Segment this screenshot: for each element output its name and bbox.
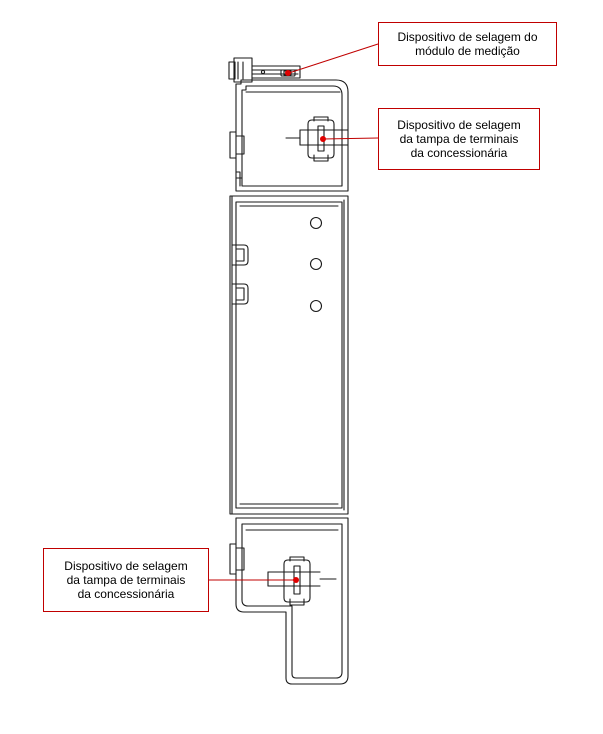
upper-module-outline bbox=[235, 79, 349, 192]
top-terminal-seal-housing bbox=[285, 116, 349, 162]
callout-line: Dispositivo de selagem bbox=[397, 118, 521, 132]
callout-line: da tampa de terminais bbox=[399, 132, 519, 146]
callout-top-terminal-cover-seal: Dispositivo de selagem da tampa de termi… bbox=[378, 108, 540, 170]
bottom-terminal-seal-housing bbox=[267, 556, 337, 606]
leader-line-top-terminal bbox=[322, 137, 379, 140]
callout-bottom-terminal-cover-seal: Dispositivo de selagem da tampa de termi… bbox=[43, 548, 209, 612]
callout-line: da tampa de terminais bbox=[66, 573, 186, 587]
lower-module-outline bbox=[235, 517, 349, 685]
upper-left-clip bbox=[229, 131, 245, 159]
metering-module-seal-housing bbox=[228, 57, 301, 83]
indicator-led-2 bbox=[309, 257, 323, 271]
indicator-led-1 bbox=[309, 216, 323, 230]
marker-bottom-terminal-seal bbox=[293, 577, 299, 583]
callout-line: da concessionária bbox=[77, 587, 175, 601]
callout-line: Dispositivo de selagem bbox=[64, 559, 188, 573]
indicator-led-3 bbox=[309, 299, 323, 313]
lower-left-clip bbox=[229, 543, 245, 575]
callout-line: módulo de medição bbox=[415, 44, 520, 58]
callout-line: Dispositivo de selagem do bbox=[397, 30, 538, 44]
callout-line: da concessionária bbox=[410, 146, 508, 160]
body-left-clip-upper bbox=[231, 244, 249, 266]
marker-metering-seal bbox=[285, 70, 291, 76]
body-left-clip-lower bbox=[231, 283, 249, 305]
callout-metering-module-seal: Dispositivo de selagem do módulo de medi… bbox=[378, 22, 557, 66]
marker-top-terminal-seal bbox=[320, 136, 326, 142]
leader-line-metering bbox=[288, 43, 379, 74]
main-body-outline bbox=[229, 195, 349, 515]
